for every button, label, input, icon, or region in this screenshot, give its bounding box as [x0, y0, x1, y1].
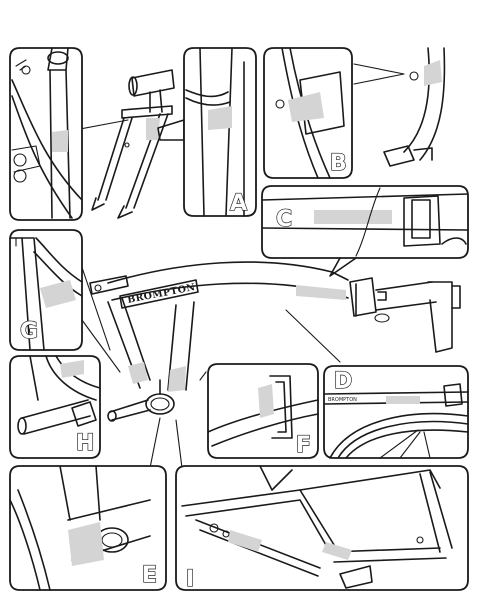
panel-d-letter: D [334, 369, 352, 394]
fork-top-right [353, 47, 446, 167]
panel-b: B [263, 47, 353, 179]
fork-tag: BROMPTON [328, 397, 357, 403]
panel-a: A [183, 47, 257, 217]
panel-c: C [261, 185, 469, 277]
panel-h-letter: H [76, 431, 94, 456]
panel-a-letter: A [230, 191, 247, 216]
panel-e-letter: E [142, 563, 157, 588]
panel-rear-top-left [9, 47, 83, 221]
panel-d: BROMPTON D [323, 365, 469, 459]
panel-c-letter: C [276, 207, 292, 232]
panel-i-letter: I [186, 567, 194, 592]
brand-label: BROMPTON [126, 282, 196, 306]
panel-f: F [207, 363, 319, 459]
panel-i: I [175, 465, 469, 593]
panel-e: E [9, 465, 167, 591]
panel-f-letter: F [296, 433, 311, 458]
panel-g: G [9, 229, 83, 351]
panel-g-letter: G [20, 319, 38, 344]
front-fork-drawing [91, 69, 185, 219]
panel-b-letter: B [330, 151, 347, 176]
panel-h: H [9, 355, 101, 459]
brand-plate: BROMPTON [119, 279, 199, 309]
